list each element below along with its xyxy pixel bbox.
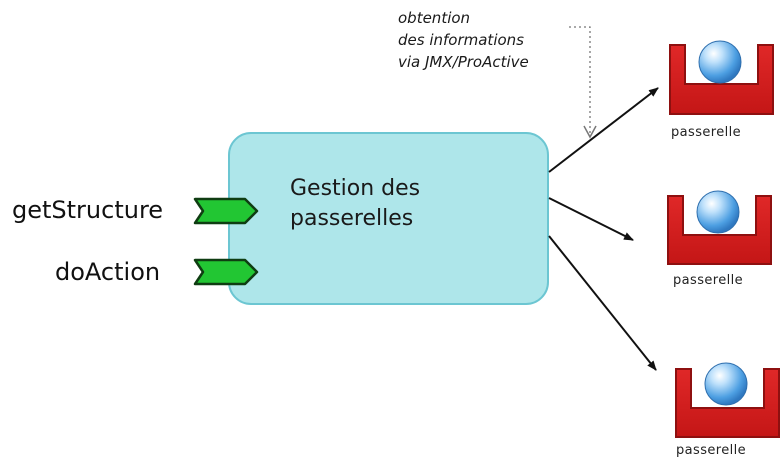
gateway-3-cup: [675, 368, 780, 438]
interface-label-getstructure: getStructure: [12, 196, 164, 224]
info-note-line2: des informations: [398, 31, 524, 49]
arrow-to-gateway-1: [548, 87, 659, 173]
gateway-1-sphere: [698, 40, 742, 84]
arrow-to-gateway-2: [548, 197, 634, 241]
gateway-2-sphere: [696, 190, 740, 234]
gateway-2: [667, 190, 772, 265]
note-connector: [569, 26, 591, 135]
interface-port-getstructure: [193, 197, 259, 225]
gateway-1-cup: [669, 44, 774, 115]
info-note: obtention des informations via JMX/ProAc…: [398, 7, 529, 73]
gateway-1-label: passerelle: [671, 125, 742, 140]
gateway-1: [669, 40, 774, 115]
arrow-to-gateway-3: [548, 235, 657, 371]
component-title-line1: Gestion des: [290, 176, 421, 201]
gateway-2-label: passerelle: [673, 273, 744, 288]
gateway-3-label: passerelle: [676, 443, 747, 458]
component-title-line2: passerelles: [290, 206, 414, 231]
gateway-2-cup: [667, 195, 772, 265]
interface-port-doaction: [193, 258, 259, 286]
info-note-line3: via JMX/ProActive: [398, 53, 529, 71]
component-title: Gestion des passerelles: [290, 174, 420, 234]
gateway-3: [675, 362, 780, 438]
note-connector-arrowhead: [583, 125, 597, 139]
info-note-line1: obtention: [398, 9, 471, 27]
gateway-3-sphere: [704, 362, 748, 406]
interface-label-doaction: doAction: [55, 258, 161, 286]
